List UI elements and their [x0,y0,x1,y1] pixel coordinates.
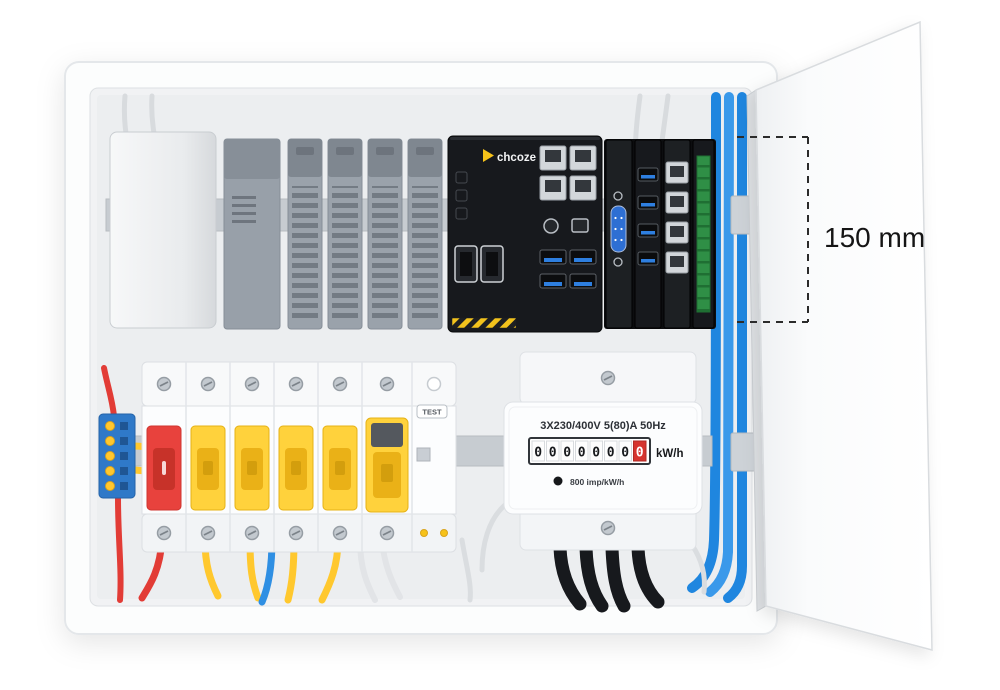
usb-card [634,139,662,329]
breaker-red [146,425,182,511]
screw-icon [288,376,304,392]
vga-connector-icon [610,205,627,253]
meter-digit: 0 [534,446,542,461]
meter-digit: 0 [549,446,557,461]
breaker-yellow [190,425,226,511]
rail-end-clamp [730,432,758,472]
dimension-annotation: 150 mm [737,136,925,323]
red-decimal-digit-cell [633,440,647,462]
rcd-breaker [365,417,409,513]
io-modules-vented [287,138,443,330]
status-led-icon [455,189,468,202]
screw-hole-icon [613,191,623,201]
screw-icon [244,525,260,541]
breaker-yellow [234,425,270,511]
terminal-screw-icon [420,529,428,537]
vga-card [605,139,633,329]
meter-digit: 0 [592,446,600,461]
screw-icon [600,520,616,536]
status-led-icon [455,171,468,184]
breaker-yellow [322,425,358,511]
connector-icon [571,218,589,233]
screw-icon [156,525,172,541]
brand-logo-icon [483,149,494,162]
screw-icon [200,525,216,541]
screw-icon [332,525,348,541]
circuit-breakers: TEST [141,361,457,553]
indicator-window [426,376,442,392]
status-led-icon [455,207,468,220]
screw-icon [379,525,395,541]
impulse-led-icon [553,476,563,486]
test-module: TEST [416,404,448,462]
ethernet-ports [539,145,597,201]
meter-digit: 0 [607,446,615,461]
energy-meter: 3X230/400V 5(80)A 50Hz 0 0 0 0 0 0 0 0 k… [479,351,707,613]
label-window [416,447,431,462]
screw-hole-icon [613,257,623,267]
measurement-label: 150 mm [824,222,925,253]
industrial-pc: chcoze [447,135,603,333]
green-terminal-strip [696,155,711,313]
meter-cables [553,541,665,613]
meter-rating-label: 3X230/400V 5(80)A 50Hz [540,420,666,432]
hazard-label [451,317,517,329]
meter-register-display: 0 0 0 0 0 0 0 0 [528,437,651,465]
screw-icon [379,376,395,392]
screw-icon [332,376,348,392]
terminal-screw-icon [440,529,448,537]
meter-unit-label: kW/h [656,448,683,460]
plc-module [109,131,217,329]
lan-card [663,139,691,329]
breaker-yellow [278,425,314,511]
round-connector-icon [543,218,559,234]
cabinet-door [746,20,933,651]
screw-icon [288,525,304,541]
expansion-cards [604,139,716,329]
pc-brand-label: chcoze [497,152,536,164]
terminal-block [98,413,136,499]
screw-icon [200,376,216,392]
terminal-block-card [692,139,715,329]
impulse-rate-label: 800 imp/kW/h [570,477,624,487]
meter-digit: 0 [636,446,644,461]
io-module-labeled [223,138,281,330]
meter-digit: 0 [578,446,586,461]
meter-digit: 0 [621,446,629,461]
test-label: TEST [422,408,442,417]
screw-icon [156,376,172,392]
meter-digit: 0 [563,446,571,461]
display-ports [454,245,504,283]
screw-icon [244,376,260,392]
screw-icon [600,370,616,386]
usb-ports [539,249,597,289]
